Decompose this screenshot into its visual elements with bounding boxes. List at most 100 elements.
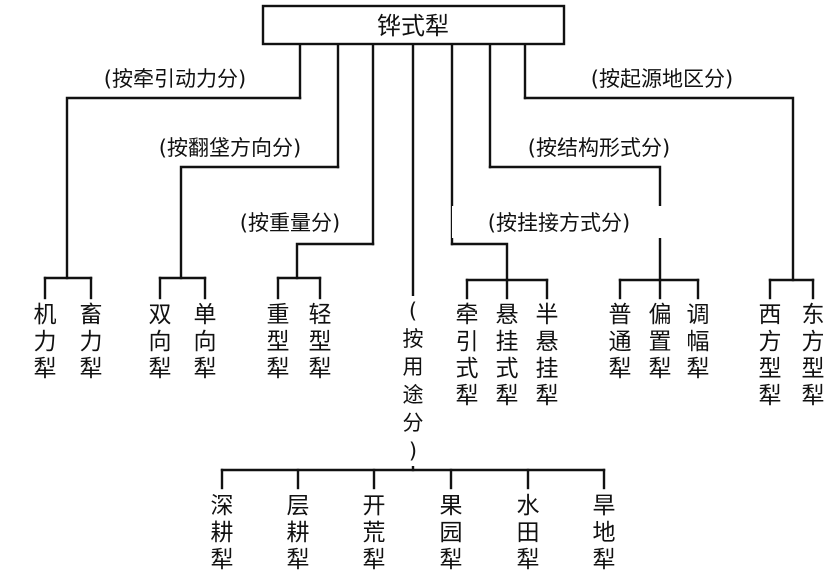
svg-text:偏: 偏 bbox=[649, 302, 672, 328]
svg-text:调: 调 bbox=[687, 302, 710, 328]
leaf-node-struct-3: 调幅犁 bbox=[687, 302, 710, 382]
svg-text:幅: 幅 bbox=[687, 329, 710, 355]
leaf-node-power-1: 机力犁 bbox=[34, 302, 57, 382]
svg-text:重: 重 bbox=[267, 302, 290, 328]
svg-text:悬: 悬 bbox=[496, 302, 519, 328]
svg-text:力: 力 bbox=[80, 329, 103, 355]
svg-text:型: 型 bbox=[759, 356, 782, 382]
leaf-node-struct-1: 普通犁 bbox=[609, 302, 632, 382]
category-label-power: (按牵引动力分) bbox=[104, 67, 246, 91]
category-label-weight: (按重量分) bbox=[240, 211, 340, 235]
leaf-node-use-5: 水田犁 bbox=[517, 493, 540, 573]
category-label-hitch: (按挂接方式分) bbox=[488, 211, 630, 235]
svg-text:耕: 耕 bbox=[287, 520, 310, 546]
svg-text:挂: 挂 bbox=[496, 329, 519, 355]
svg-text:犁: 犁 bbox=[309, 356, 332, 382]
svg-text:西: 西 bbox=[759, 302, 782, 328]
svg-text:力: 力 bbox=[34, 329, 57, 355]
svg-text:通: 通 bbox=[609, 329, 632, 355]
svg-text:): ) bbox=[409, 439, 417, 463]
svg-text:犁: 犁 bbox=[194, 356, 217, 382]
svg-text:耕: 耕 bbox=[211, 520, 234, 546]
svg-text:轻: 轻 bbox=[309, 302, 332, 328]
category-label-struct: (按结构形式分) bbox=[528, 136, 670, 160]
category-label-turn: (按翻垡方向分) bbox=[159, 136, 301, 160]
svg-text:层: 层 bbox=[287, 493, 310, 519]
category-label-origin: (按起源地区分) bbox=[591, 67, 733, 91]
svg-text:引: 引 bbox=[456, 329, 479, 355]
leaf-node-struct-2: 偏置犁 bbox=[649, 302, 672, 382]
svg-text:型: 型 bbox=[267, 329, 290, 355]
svg-text:犁: 犁 bbox=[759, 383, 782, 409]
svg-text:犁: 犁 bbox=[517, 547, 540, 573]
leaf-node-use-1: 深耕犁 bbox=[211, 493, 234, 573]
svg-text:犁: 犁 bbox=[609, 356, 632, 382]
svg-text:双: 双 bbox=[149, 302, 172, 328]
svg-text:犁: 犁 bbox=[496, 383, 519, 409]
svg-text:开: 开 bbox=[363, 493, 386, 519]
svg-text:荒: 荒 bbox=[363, 520, 386, 546]
svg-text:置: 置 bbox=[649, 329, 672, 355]
svg-text:犁: 犁 bbox=[456, 383, 479, 409]
svg-text:机: 机 bbox=[34, 302, 57, 328]
svg-text:方: 方 bbox=[759, 329, 782, 355]
svg-text:深: 深 bbox=[211, 493, 234, 519]
svg-text:畜: 畜 bbox=[80, 302, 103, 328]
category-labels: (按牵引动力分) (按翻垡方向分) (按重量分) (按挂接方式分) (按结构形式… bbox=[68, 62, 768, 238]
svg-text:犁: 犁 bbox=[267, 356, 290, 382]
svg-text:式: 式 bbox=[456, 356, 479, 382]
svg-text:犁: 犁 bbox=[649, 356, 672, 382]
root-label: 铧式犁 bbox=[377, 12, 449, 40]
svg-text:单: 单 bbox=[194, 302, 217, 328]
leaf-nodes: 机力犁畜力犁双向犁单向犁重型犁轻型犁牵引式犁悬挂式犁半悬挂犁普通犁偏置犁调幅犁西… bbox=[34, 302, 825, 573]
svg-text:挂: 挂 bbox=[536, 356, 559, 382]
root-box bbox=[261, 4, 566, 46]
leaf-node-weight-2: 轻型犁 bbox=[309, 302, 332, 382]
leaf-node-use-2: 层耕犁 bbox=[287, 493, 310, 573]
leaf-node-weight-1: 重型犁 bbox=[267, 302, 290, 382]
svg-text:园: 园 bbox=[440, 520, 463, 546]
svg-text:犁: 犁 bbox=[363, 547, 386, 573]
svg-text:犁: 犁 bbox=[34, 356, 57, 382]
leaf-node-use-6: 旱地犁 bbox=[593, 493, 616, 573]
svg-text:方: 方 bbox=[802, 329, 825, 355]
svg-text:田: 田 bbox=[517, 520, 540, 546]
svg-text:型: 型 bbox=[802, 356, 825, 382]
svg-text:犁: 犁 bbox=[687, 356, 710, 382]
svg-text:按: 按 bbox=[403, 327, 424, 351]
leaf-node-use-4: 果园犁 bbox=[440, 493, 463, 573]
leaf-node-power-2: 畜力犁 bbox=[80, 302, 103, 382]
leaf-node-turn-1: 双向犁 bbox=[149, 302, 172, 382]
svg-text:向: 向 bbox=[194, 329, 217, 355]
leaf-node-turn-2: 单向犁 bbox=[194, 302, 217, 382]
svg-text:东: 东 bbox=[802, 302, 825, 328]
svg-text:(: ( bbox=[409, 299, 417, 323]
svg-text:水: 水 bbox=[517, 493, 540, 519]
svg-text:半: 半 bbox=[536, 302, 559, 328]
svg-text:途: 途 bbox=[403, 383, 424, 407]
svg-text:犁: 犁 bbox=[211, 547, 234, 573]
svg-text:分: 分 bbox=[403, 411, 424, 435]
svg-text:犁: 犁 bbox=[80, 356, 103, 382]
svg-text:犁: 犁 bbox=[802, 383, 825, 409]
svg-text:式: 式 bbox=[496, 356, 519, 382]
svg-text:地: 地 bbox=[593, 520, 616, 546]
svg-text:牵: 牵 bbox=[456, 302, 479, 328]
svg-text:犁: 犁 bbox=[536, 383, 559, 409]
svg-text:犁: 犁 bbox=[593, 547, 616, 573]
svg-text:普: 普 bbox=[609, 302, 632, 328]
svg-text:用: 用 bbox=[403, 355, 424, 379]
leaf-node-use-3: 开荒犁 bbox=[363, 493, 386, 573]
svg-text:悬: 悬 bbox=[536, 329, 559, 355]
svg-text:犁: 犁 bbox=[149, 356, 172, 382]
svg-text:向: 向 bbox=[149, 329, 172, 355]
svg-text:型: 型 bbox=[309, 329, 332, 355]
